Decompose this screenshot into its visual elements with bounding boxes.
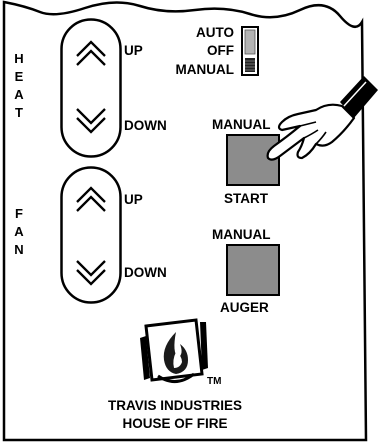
manual-auger-button[interactable] — [226, 244, 280, 296]
trademark-mark: TM — [207, 376, 222, 387]
heat-letter: T — [15, 105, 23, 120]
switch-option-auto: AUTO — [195, 25, 234, 40]
brand-line-1: TRAVIS INDUSTRIES — [107, 398, 242, 413]
heat-up-chevron-icon[interactable] — [74, 38, 108, 68]
switch-option-manual: MANUAL — [175, 62, 235, 77]
fan-vertical-label: F A N — [11, 205, 27, 259]
travis-flame-logo — [140, 318, 208, 383]
heat-letter: H — [14, 51, 24, 66]
heat-down-chevron-icon[interactable] — [74, 106, 108, 136]
heat-up-label: UP — [124, 43, 143, 58]
pointing-hand-icon — [266, 76, 378, 161]
manual-start-bottom-label: START — [224, 191, 268, 206]
brand-line-2: HOUSE OF FIRE — [122, 416, 228, 431]
manual-auger-bottom-label: AUGER — [220, 300, 269, 315]
fan-letter: N — [14, 242, 24, 257]
manual-start-top-label: MANUAL — [212, 117, 271, 132]
fan-letter: A — [14, 224, 24, 239]
mode-slide-switch[interactable] — [241, 26, 261, 78]
heat-letter: A — [14, 87, 24, 102]
fan-up-chevron-icon[interactable] — [74, 184, 108, 214]
heat-down-label: DOWN — [124, 118, 167, 133]
heat-rocker — [60, 18, 122, 158]
fan-letter: F — [15, 206, 23, 221]
heat-vertical-label: H E A T — [11, 50, 27, 122]
manual-auger-top-label: MANUAL — [212, 227, 271, 242]
switch-option-off: OFF — [207, 43, 234, 58]
fan-down-label: DOWN — [124, 265, 167, 280]
fan-up-label: UP — [124, 192, 143, 207]
fan-down-chevron-icon[interactable] — [74, 258, 108, 288]
heat-letter: E — [14, 69, 24, 84]
